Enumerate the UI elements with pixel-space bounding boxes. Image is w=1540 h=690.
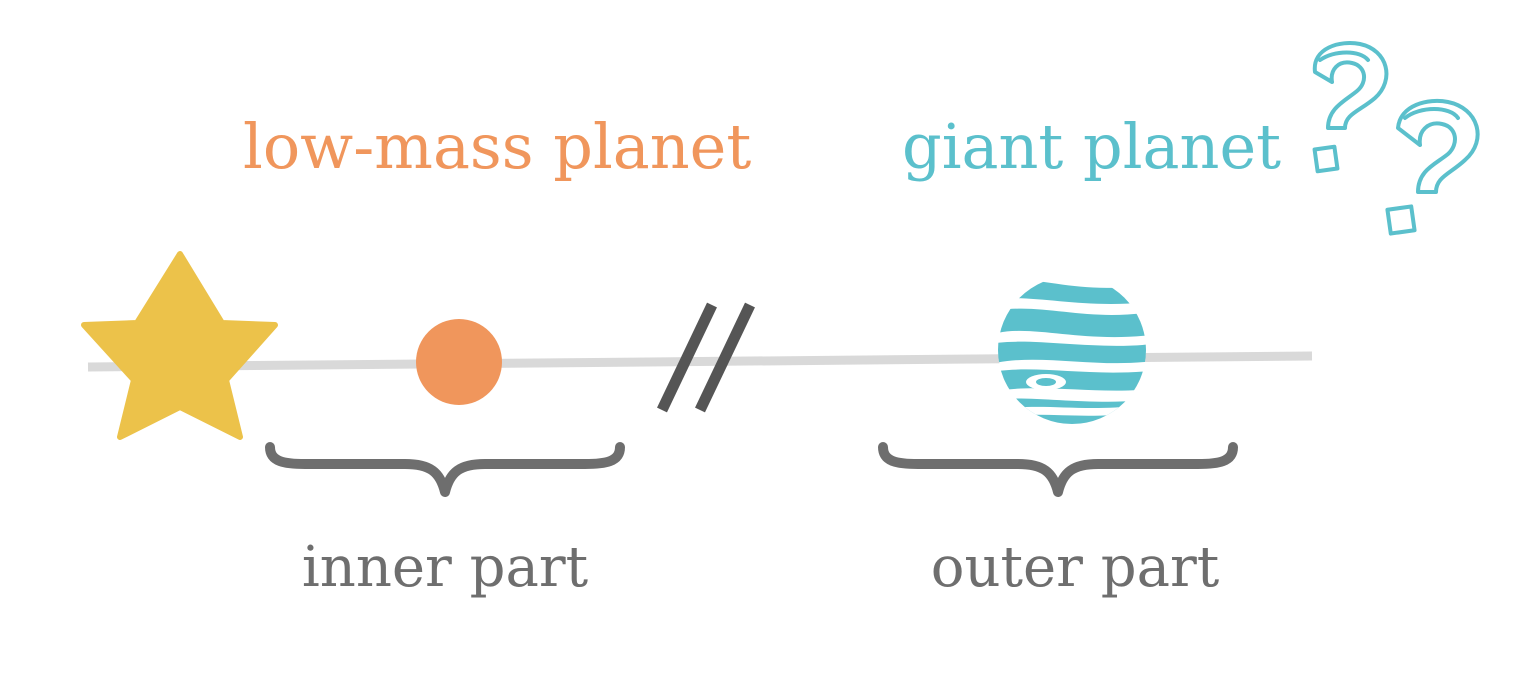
axis-break-icon: [657, 302, 755, 413]
inner-part-label: inner part: [302, 535, 589, 600]
banded-giant-planet-icon: [998, 276, 1146, 424]
outer-part-brace: [878, 442, 1238, 497]
giant-planet-label: giant planet: [902, 110, 1281, 183]
low-mass-planet-label: low-mass planet: [243, 110, 751, 183]
outer-part-label: outer part: [931, 535, 1220, 600]
inner-part-brace: [265, 442, 625, 497]
small-planet-icon: [416, 319, 502, 405]
star-icon: [81, 251, 278, 440]
question-mark-icon: [1312, 41, 1480, 236]
